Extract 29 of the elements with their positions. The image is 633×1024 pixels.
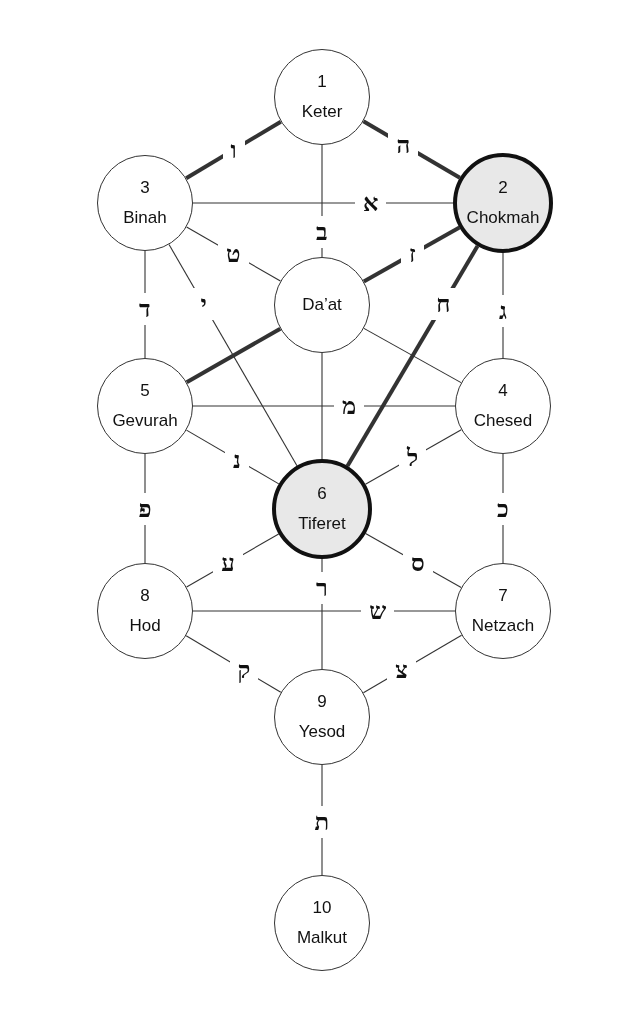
connector-line [185,327,282,384]
sephirah-name: Malkut [296,927,348,949]
sephirah-name: Hod [129,615,161,637]
sephirah-number: 5 [140,380,150,402]
sephirah-number: 2 [498,177,508,199]
sephirah-name: Keter [301,101,343,123]
sephirah-name: Tiferet [298,513,346,535]
sephirah-circle [272,459,372,559]
edge-label: י [192,287,215,320]
sephirah-name: Binah [123,207,167,229]
sephirah-name: Yesod [298,721,346,743]
connector-line [192,610,456,612]
sephirah-name: Gevurah [112,410,178,432]
sephirah-number: 9 [317,691,327,713]
sephirah-name: Chokmah [466,207,540,229]
sephirah-number: 10 [312,897,332,919]
sephirah-number: 1 [317,71,327,93]
sephirah-name: Da’at [302,294,342,316]
sephirah-name: Chesed [473,410,533,432]
sephirah-name: Netzach [471,615,535,637]
sephirah-number: 8 [140,585,150,607]
sephirah-number: 7 [498,585,508,607]
sephirah-number: 6 [317,483,327,505]
connector-line [321,352,323,460]
connector-line [192,405,456,407]
connector-line [363,327,462,384]
sephirah-number: 4 [498,380,508,402]
sephirah-number: 3 [140,177,150,199]
connector-line [192,202,454,204]
